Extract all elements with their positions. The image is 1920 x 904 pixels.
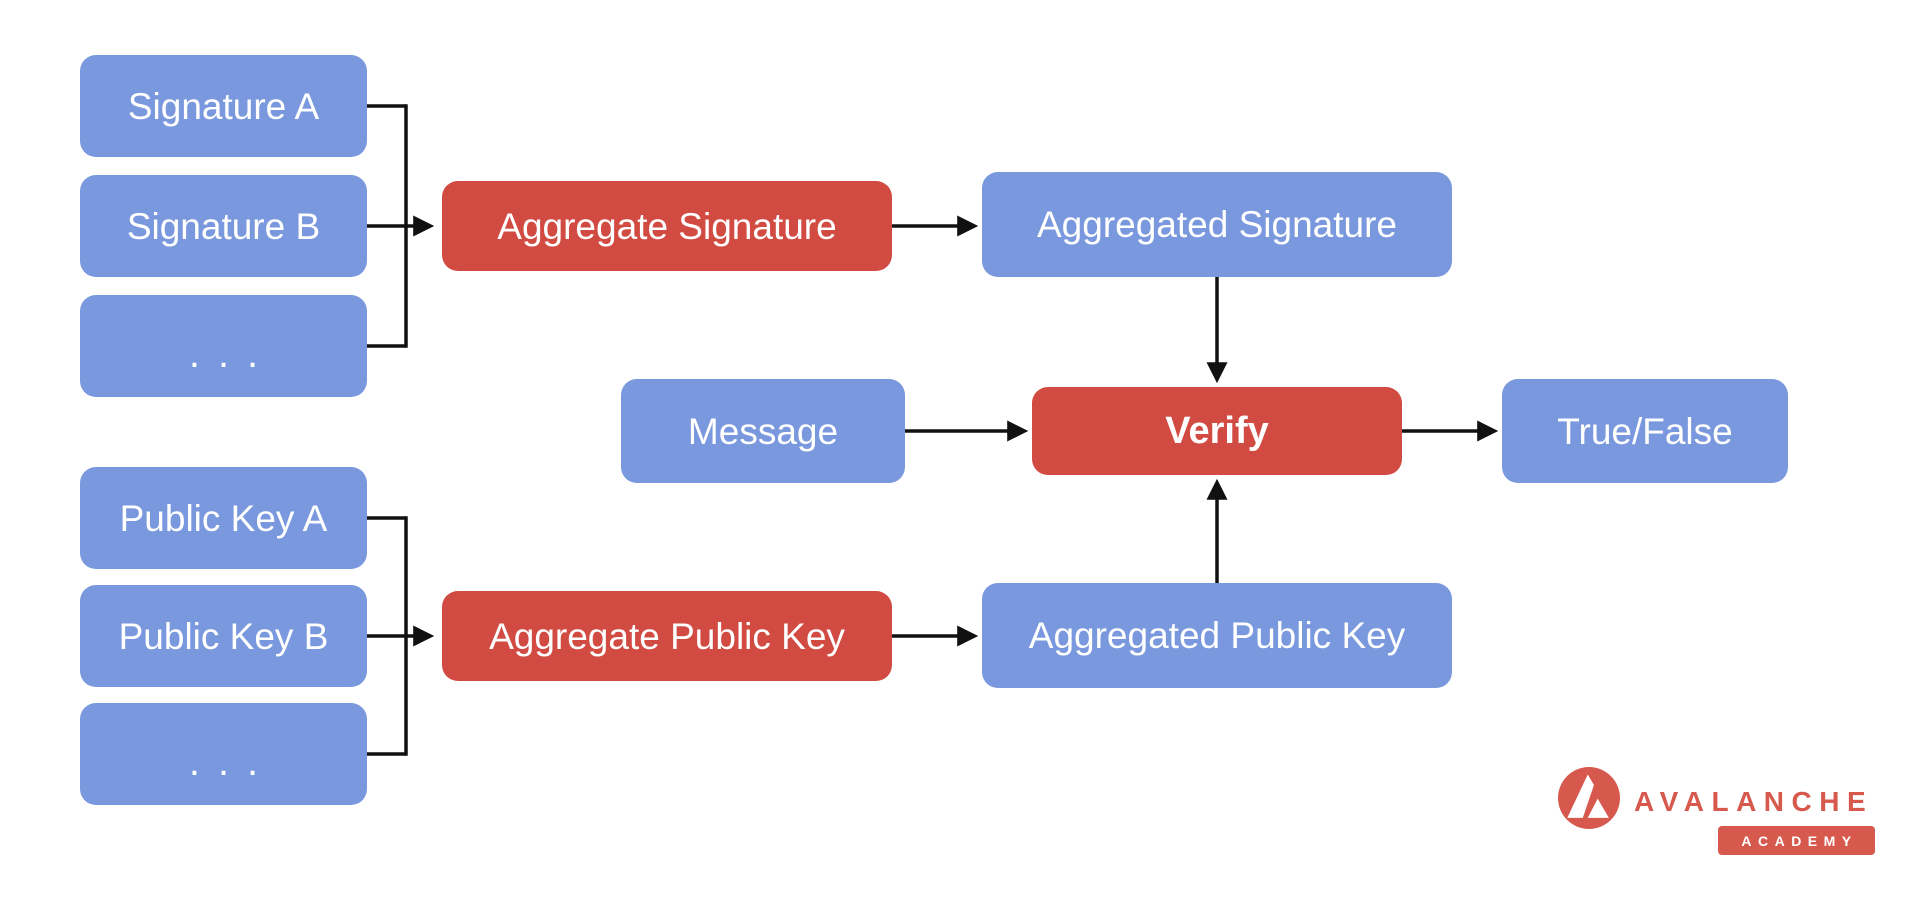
node-label: Message	[687, 410, 839, 452]
node-public-key-b: Public Key B	[80, 585, 367, 687]
node-label: ...	[188, 740, 277, 784]
node-label: Signature A	[127, 85, 320, 127]
node-label: True/False	[1557, 410, 1733, 452]
node-verify: Verify	[1032, 387, 1402, 475]
node-label: Public Key A	[119, 497, 328, 539]
academy-badge: ACADEMY	[1718, 826, 1875, 855]
node-true-false: True/False	[1502, 379, 1788, 483]
avalanche-wordmark: AVALANCHE	[1634, 786, 1874, 817]
node-aggregated-public-key: Aggregated Public Key	[982, 583, 1452, 688]
node-signature-b: Signature B	[80, 175, 367, 277]
node-label: Public Key B	[118, 615, 329, 657]
node-label: Aggregated Public Key	[1028, 615, 1406, 656]
node-aggregate-public-key: Aggregate Public Key	[442, 591, 892, 681]
node-label: ...	[188, 332, 277, 376]
node-label: Aggregate Signature	[497, 205, 837, 247]
node-label: Verify	[1165, 410, 1269, 452]
node-message: Message	[621, 379, 905, 483]
node-signatures-ellipsis: ...	[80, 295, 367, 397]
avalanche-mark-icon	[1558, 767, 1620, 829]
avalanche-academy-logo: AVALANCHE ACADEMY	[1548, 763, 1898, 868]
node-aggregated-signature: Aggregated Signature	[982, 172, 1452, 277]
node-label: Aggregated Signature	[1037, 204, 1397, 245]
node-public-keys-ellipsis: ...	[80, 703, 367, 805]
node-signature-a: Signature A	[80, 55, 367, 157]
node-label: Aggregate Public Key	[489, 615, 845, 657]
node-label: Signature B	[126, 205, 321, 247]
node-aggregate-signature: Aggregate Signature	[442, 181, 892, 271]
node-public-key-a: Public Key A	[80, 467, 367, 569]
